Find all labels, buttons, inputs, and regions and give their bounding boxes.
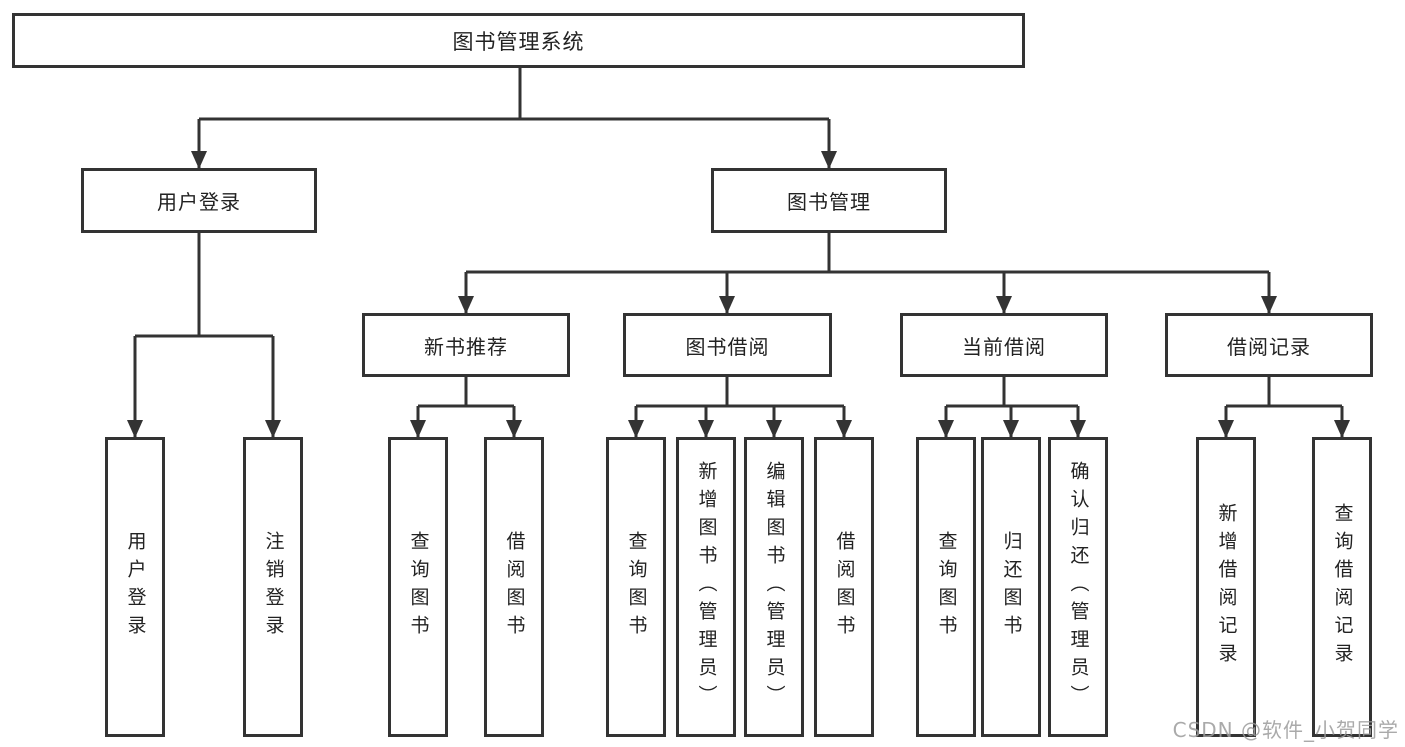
leaf-add-borrow-record: 新增借阅记录 — [1196, 437, 1256, 737]
leaf-query-borrow-record: 查询借阅记录 — [1312, 437, 1372, 737]
leaf-edit-book-admin: 编辑图书（管理员） — [744, 437, 804, 737]
node-borrowing-records: 借阅记录 — [1165, 313, 1373, 377]
node-new-book-recommendation: 新书推荐 — [362, 313, 570, 377]
connector-records-trunk — [1226, 377, 1342, 408]
connector-borrow-trunk — [636, 377, 844, 408]
connector-root-trunk — [199, 68, 829, 121]
leaf-confirm-return-admin: 确认归还（管理员） — [1048, 437, 1108, 737]
leaf-logout: 注销登录 — [243, 437, 303, 737]
leaf-add-book-admin: 新增图书（管理员） — [676, 437, 736, 737]
leaf-query-books-borrow: 查询图书 — [606, 437, 666, 737]
connector-userlogin-trunk — [135, 233, 273, 338]
leaf-query-books-recommend: 查询图书 — [388, 437, 448, 737]
node-user-login: 用户登录 — [81, 168, 317, 233]
leaf-borrow-books: 借阅图书 — [814, 437, 874, 737]
leaf-borrow-books-recommend: 借阅图书 — [484, 437, 544, 737]
node-book-borrowing: 图书借阅 — [623, 313, 832, 377]
connector-bookmgmt-trunk — [466, 233, 1269, 274]
leaf-return-books: 归还图书 — [981, 437, 1041, 737]
leaf-user-login: 用户登录 — [105, 437, 165, 737]
watermark: CSDN @软件_小贺同学 — [1172, 718, 1399, 742]
leaf-query-books-current: 查询图书 — [916, 437, 976, 737]
node-current-borrowing: 当前借阅 — [900, 313, 1108, 377]
connector-current-trunk — [946, 377, 1078, 408]
connector-recommend-trunk — [418, 377, 514, 408]
node-library-management-system: 图书管理系统 — [12, 13, 1025, 68]
node-book-management: 图书管理 — [711, 168, 947, 233]
